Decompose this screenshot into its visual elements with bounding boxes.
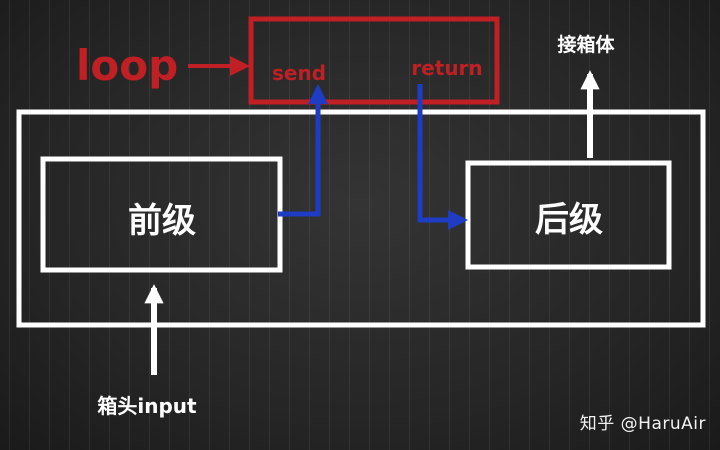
send-path-arrow xyxy=(278,84,328,217)
input-label: 箱头input xyxy=(97,394,197,418)
return-path-arrow xyxy=(417,84,468,230)
speaker-cabinet-label: 接箱体 xyxy=(557,33,615,56)
amp-head-outer-box xyxy=(16,109,706,328)
front-stage-label: 前级 xyxy=(128,201,196,241)
effects-loop-box xyxy=(248,16,500,105)
return-label: return xyxy=(411,56,482,80)
loop-label: loop xyxy=(76,41,178,90)
watermark: 知乎 @HaruAir xyxy=(579,414,706,434)
send-label: send xyxy=(272,61,326,85)
rear-stage-box xyxy=(465,160,672,270)
rear-stage-label: 后级 xyxy=(535,200,603,240)
